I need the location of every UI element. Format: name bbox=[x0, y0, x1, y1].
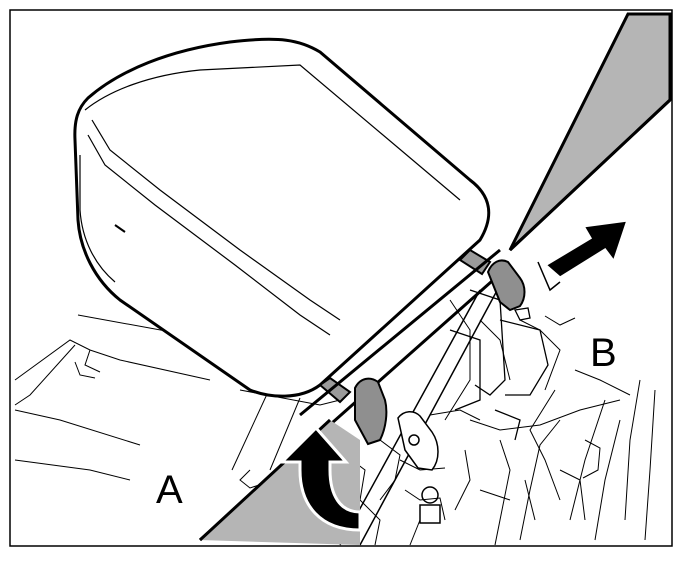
diagonal-arrow-icon bbox=[537, 218, 631, 292]
wedge-edge-line bbox=[508, 98, 672, 252]
label-a: A bbox=[156, 468, 183, 512]
seat-frame bbox=[449, 289, 549, 441]
release-lever-guide bbox=[397, 411, 439, 471]
diagonal-line-stay bbox=[359, 284, 501, 546]
diagonal-line-upper bbox=[299, 248, 501, 417]
release-lever-a bbox=[354, 377, 388, 446]
headrest-seam-top bbox=[84, 64, 461, 201]
headrest-seam-1 bbox=[91, 119, 341, 321]
lever-pin bbox=[408, 434, 420, 446]
release-lever-b bbox=[486, 259, 526, 312]
headrest-seam-2 bbox=[87, 134, 331, 336]
headrest-side-edge bbox=[79, 155, 116, 283]
headrest-stays bbox=[318, 248, 492, 404]
curved-up-arrow-icon bbox=[278, 425, 362, 532]
headrest-body bbox=[73, 37, 491, 398]
label-b: B bbox=[590, 331, 617, 375]
headrest-button bbox=[114, 224, 126, 233]
mount-bolt bbox=[421, 486, 439, 504]
background-interior bbox=[14, 299, 656, 546]
mount-bracket bbox=[419, 504, 441, 524]
